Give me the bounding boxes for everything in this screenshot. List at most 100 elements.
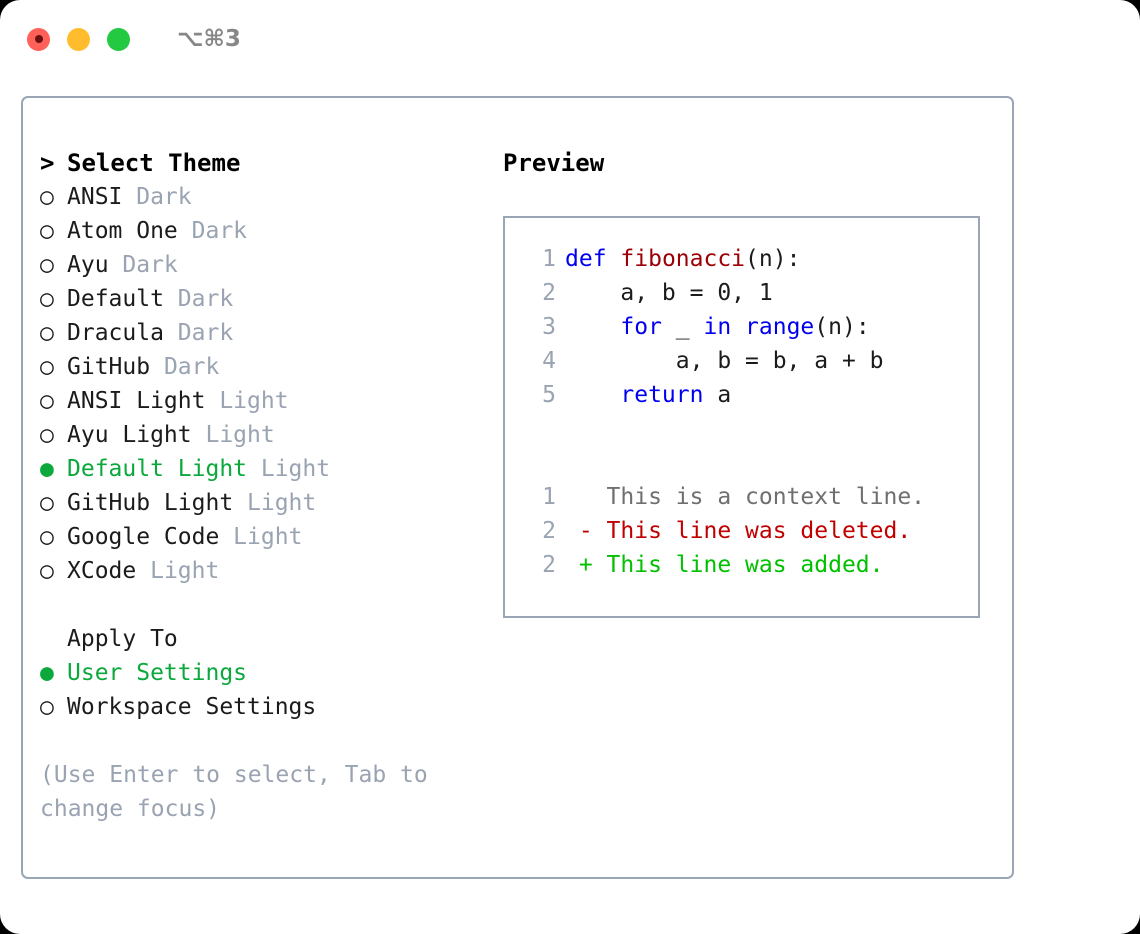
theme-list-item[interactable]: ○ Default Dark bbox=[40, 282, 500, 316]
radio-unselected-icon: ○ bbox=[40, 218, 68, 244]
code-blank-line-2 bbox=[529, 446, 954, 480]
code-line: 4 a, b = b, a + b bbox=[529, 344, 954, 378]
window-controls bbox=[27, 27, 130, 51]
radio-unselected-icon: ○ bbox=[40, 320, 68, 346]
diff-marker bbox=[565, 484, 607, 510]
line-number: 2 bbox=[542, 518, 556, 544]
theme-list-item[interactable]: ○ GitHub Light Light bbox=[40, 486, 500, 520]
theme-list-item[interactable]: ○ XCode Light bbox=[40, 554, 500, 588]
theme-list-item[interactable]: ○ Google Code Light bbox=[40, 520, 500, 554]
line-number: 1 bbox=[542, 246, 556, 272]
minimize-button-icon[interactable] bbox=[67, 27, 90, 51]
radio-unselected-icon: ○ bbox=[40, 694, 68, 720]
theme-list-item[interactable]: ○ ANSI Light Light bbox=[40, 384, 500, 418]
radio-unselected-icon: ○ bbox=[40, 422, 68, 448]
line-number: 1 bbox=[542, 484, 556, 510]
radio-unselected-icon: ○ bbox=[40, 490, 68, 516]
theme-variant-tag: Dark bbox=[122, 184, 192, 210]
code-indent bbox=[565, 348, 676, 374]
theme-variant-tag: Light bbox=[136, 558, 220, 584]
code-indent bbox=[565, 382, 620, 408]
line-number: 4 bbox=[542, 348, 556, 374]
code-function-name: fibonacci bbox=[620, 246, 746, 272]
line-number: 5 bbox=[542, 382, 556, 408]
keyboard-hint: (Use Enter to select, Tab to change focu… bbox=[40, 762, 428, 822]
code-line: 2 a, b = 0, 1 bbox=[529, 276, 954, 310]
radio-unselected-icon: ○ bbox=[40, 286, 68, 312]
radio-selected-icon: ● bbox=[40, 660, 68, 686]
theme-name: Google Code bbox=[67, 524, 220, 550]
code-keyword: def bbox=[565, 246, 607, 272]
theme-list-item[interactable]: ○ GitHub Dark bbox=[40, 350, 500, 384]
code-indent bbox=[565, 280, 620, 306]
theme-list-item[interactable]: ○ Dracula Dark bbox=[40, 316, 500, 350]
theme-variant-tag: Dark bbox=[150, 354, 220, 380]
radio-unselected-icon: ○ bbox=[40, 558, 68, 584]
theme-list-item[interactable]: ○ Atom One Dark bbox=[40, 214, 500, 248]
apply-to-option[interactable]: ● User Settings bbox=[40, 656, 500, 690]
apply-to-option[interactable]: ○ Workspace Settings bbox=[40, 690, 500, 724]
code-line: 3 for _ in range(n): bbox=[529, 310, 954, 344]
theme-list-item[interactable]: ● Default Light Light bbox=[40, 452, 500, 486]
header-prompt-icon: > bbox=[40, 149, 69, 177]
code-line: 1 def fibonacci(n): bbox=[529, 242, 954, 276]
theme-list-item[interactable]: ○ Ayu Dark bbox=[40, 248, 500, 282]
theme-variant-tag: Light bbox=[247, 456, 331, 482]
code-text: (n): bbox=[745, 246, 801, 272]
line-number: 2 bbox=[542, 552, 556, 578]
theme-variant-tag: Dark bbox=[163, 320, 234, 346]
radio-unselected-icon: ○ bbox=[40, 252, 68, 278]
theme-list-item[interactable]: ○ Ayu Light Light bbox=[40, 418, 500, 452]
maximize-button-icon[interactable] bbox=[107, 27, 130, 51]
diff-text: This line was deleted. bbox=[606, 518, 912, 544]
theme-name: Ayu bbox=[67, 252, 109, 278]
code-text: (n): bbox=[814, 314, 870, 340]
code-text: a, b = b, a + b bbox=[675, 348, 884, 374]
code-text bbox=[731, 314, 745, 340]
apply-to-options: ● User Settings○ Workspace Settings bbox=[40, 656, 500, 724]
theme-name: Default bbox=[67, 286, 164, 312]
radio-unselected-icon: ○ bbox=[40, 388, 68, 414]
radio-unselected-icon: ○ bbox=[40, 524, 68, 550]
radio-selected-icon: ● bbox=[40, 456, 68, 482]
theme-picker-column: > Select Theme ○ ANSI Dark○ Atom One Dar… bbox=[40, 146, 500, 826]
diff-marker: - bbox=[565, 518, 607, 544]
theme-name: Ayu Light bbox=[67, 422, 192, 448]
theme-list: ○ ANSI Dark○ Atom One Dark○ Ayu Dark○ De… bbox=[40, 180, 500, 588]
code-text bbox=[607, 246, 621, 272]
code-keyword: for bbox=[620, 314, 662, 340]
apply-to-option-label: Workspace Settings bbox=[67, 694, 317, 720]
theme-name: Dracula bbox=[67, 320, 164, 346]
theme-variant-tag: Light bbox=[205, 388, 289, 414]
diff-block: 1 This is a context line. 2 - This line w… bbox=[529, 480, 954, 582]
theme-name: GitHub Light bbox=[67, 490, 234, 516]
theme-variant-tag: Light bbox=[233, 490, 317, 516]
theme-name: ANSI Light bbox=[67, 388, 206, 414]
close-button-icon[interactable] bbox=[27, 27, 50, 51]
theme-variant-tag: Dark bbox=[108, 252, 178, 278]
theme-picker-header: > Select Theme bbox=[40, 146, 500, 180]
code-text: a bbox=[703, 382, 732, 408]
code-text: _ bbox=[661, 314, 704, 340]
apply-to-option-label: User Settings bbox=[67, 660, 248, 686]
theme-name: ANSI bbox=[67, 184, 123, 210]
code-line: 5 return a bbox=[529, 378, 954, 412]
diff-text: This line was added. bbox=[606, 552, 884, 578]
diff-line: 1 This is a context line. bbox=[529, 480, 954, 514]
code-keyword: return bbox=[620, 382, 704, 408]
radio-unselected-icon: ○ bbox=[40, 184, 68, 210]
theme-variant-tag: Light bbox=[191, 422, 275, 448]
radio-unselected-icon: ○ bbox=[40, 354, 68, 380]
keyboard-shortcut-label: ⌥⌘3 bbox=[177, 26, 241, 52]
preview-title: Preview bbox=[503, 149, 605, 177]
section-spacer bbox=[40, 588, 500, 622]
page-title: Select Theme bbox=[67, 149, 241, 177]
theme-name: XCode bbox=[67, 558, 137, 584]
theme-name: GitHub bbox=[67, 354, 151, 380]
code-keyword: in bbox=[703, 314, 732, 340]
theme-list-item[interactable]: ○ ANSI Dark bbox=[40, 180, 500, 214]
